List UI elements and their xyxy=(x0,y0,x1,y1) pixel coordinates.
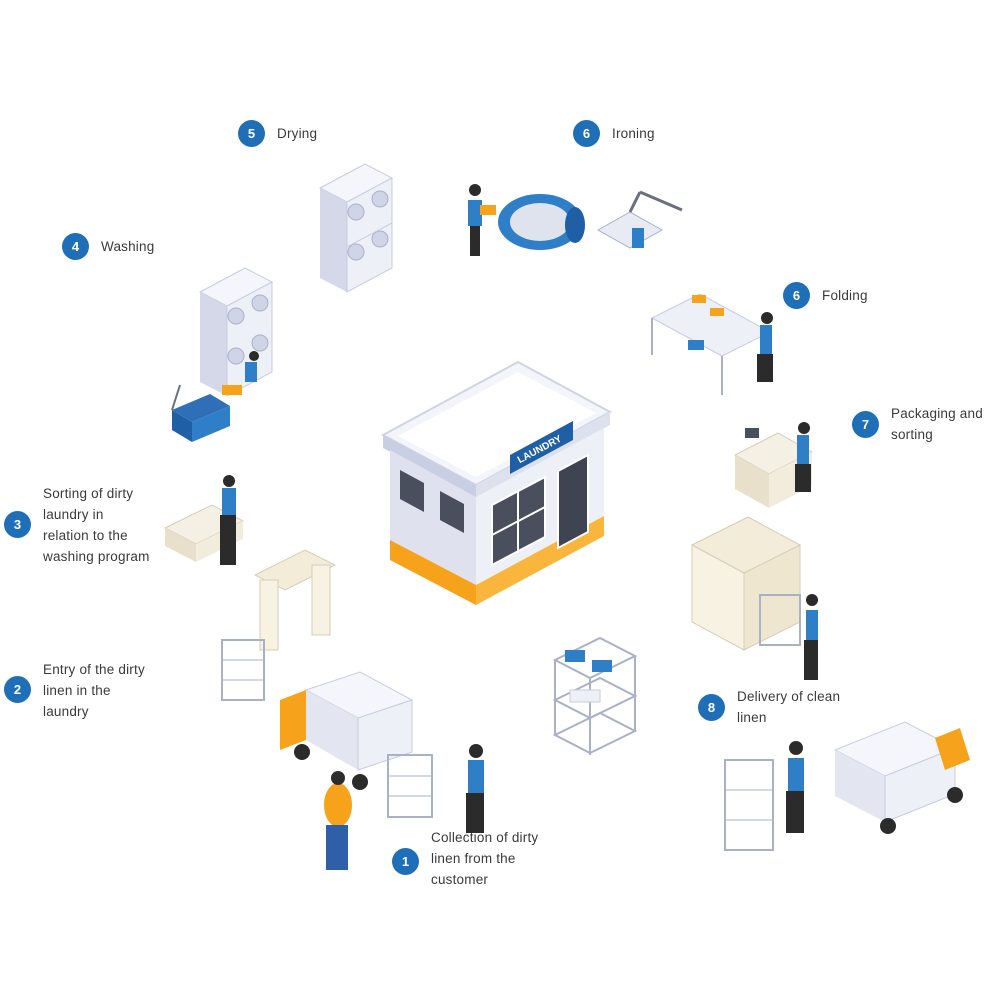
step-label: Entry of the dirty linen in the laundry xyxy=(43,659,145,722)
step-label-line: Folding xyxy=(822,288,868,303)
step-number-badge: 8 xyxy=(698,694,725,721)
sorting-table xyxy=(163,475,245,565)
step-number-badge: 6 xyxy=(783,282,810,309)
clean-linen-tunnel xyxy=(690,516,818,680)
step-number-badge: 1 xyxy=(392,848,419,875)
step-label-line: linen xyxy=(737,710,767,725)
step-label: Washing xyxy=(101,233,154,260)
step-label-line: Collection of dirty xyxy=(431,830,539,845)
step-drying: 5 Drying xyxy=(238,120,317,147)
washing-machines xyxy=(171,267,274,442)
step-number-badge: 2 xyxy=(4,676,31,703)
step-label: Drying xyxy=(277,120,317,147)
clean-linen-rack xyxy=(552,636,638,755)
step-label-line: Ironing xyxy=(612,126,655,141)
step-label-line: Delivery of clean xyxy=(737,689,841,704)
step-delivery: 8 Delivery of clean linen xyxy=(698,689,840,728)
step-label-line: laundry xyxy=(43,704,89,719)
collection-truck xyxy=(280,671,484,870)
folding-table xyxy=(650,293,773,395)
step-label: Packaging and sorting xyxy=(891,403,983,445)
step-label-line: laundry in xyxy=(43,507,104,522)
step-label: Collection of dirty linen from the custo… xyxy=(431,827,538,890)
step-label: Folding xyxy=(822,282,868,309)
laundry-building: LAUNDRY xyxy=(380,360,613,605)
step-number-badge: 3 xyxy=(4,511,31,538)
step-label-line: customer xyxy=(431,872,489,887)
packaging-station xyxy=(733,422,814,508)
step-packaging: 7 Packaging and sorting xyxy=(852,406,983,445)
step-label-line: washing program xyxy=(43,549,150,564)
step-number-badge: 7 xyxy=(852,411,879,438)
drying-machines xyxy=(318,163,394,293)
step-label-line: linen from the xyxy=(431,851,516,866)
step-label-line: Sorting of dirty xyxy=(43,486,134,501)
step-washing: 4 Washing xyxy=(62,233,154,260)
step-label-line: Washing xyxy=(101,239,155,254)
step-label-line: Packaging and xyxy=(891,406,983,421)
entry-gate xyxy=(221,549,337,701)
step-label: Sorting of dirty laundry in relation to … xyxy=(43,483,150,567)
step-label-line: Entry of the dirty xyxy=(43,662,145,677)
step-number-badge: 4 xyxy=(62,233,89,260)
step-label-line: linen in the xyxy=(43,683,111,698)
step-label-line: relation to the xyxy=(43,528,128,543)
step-number-badge: 6 xyxy=(573,120,600,147)
step-collection: 1 Collection of dirty linen from the cus… xyxy=(392,830,538,890)
step-label: Delivery of clean linen xyxy=(737,686,840,728)
step-ironing: 6 Ironing xyxy=(573,120,655,147)
step-number-badge: 5 xyxy=(238,120,265,147)
ironing-machines xyxy=(468,184,683,256)
step-sorting: 3 Sorting of dirty laundry in relation t… xyxy=(4,486,150,567)
delivery-truck xyxy=(724,721,970,851)
step-label: Ironing xyxy=(612,120,655,147)
step-entry: 2 Entry of the dirty linen in the laundr… xyxy=(4,662,145,722)
step-folding: 6 Folding xyxy=(783,282,868,309)
step-label-line: Drying xyxy=(277,126,318,141)
step-label-line: sorting xyxy=(891,427,933,442)
